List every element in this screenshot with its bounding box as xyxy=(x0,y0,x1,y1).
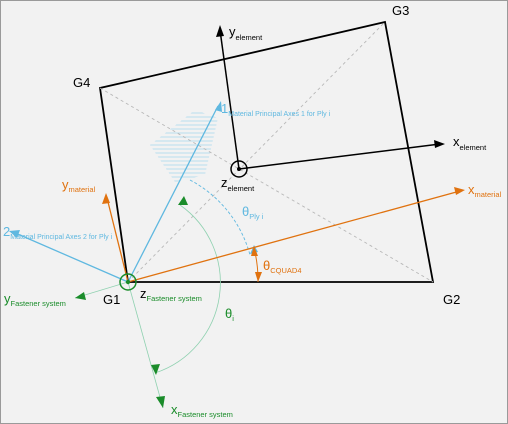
ply-fiber-hatch xyxy=(150,110,218,182)
element-z-label: zelement xyxy=(221,175,255,193)
material-x-label: xmaterial xyxy=(468,182,502,199)
element-y-arrowhead xyxy=(216,25,224,37)
material-y-axis xyxy=(106,197,129,283)
principal-axis-2-arrowhead xyxy=(9,230,20,238)
element-z-axis-symbol xyxy=(230,160,248,178)
element-y-label: yelement xyxy=(229,24,263,42)
g4-label: G4 xyxy=(73,75,90,90)
theta-cquad4-arrowhead-top xyxy=(251,246,258,256)
theta-cquad4-label: θCQUAD4 xyxy=(263,258,302,275)
g2-label: G2 xyxy=(443,292,460,307)
material-y-arrowhead xyxy=(102,193,110,204)
diagonal-g4-g2 xyxy=(99,87,434,283)
element-x-label: xelement xyxy=(453,134,487,152)
principal-axis-2-label: 2Material Principal Axes 2 for Ply i xyxy=(3,224,113,241)
fastener-x-arrowhead xyxy=(156,396,165,408)
theta-cquad4-arrowhead-bottom xyxy=(255,272,262,282)
principal-axis-2 xyxy=(12,231,129,283)
theta-i-arc-arrowhead xyxy=(178,196,188,205)
fastener-y-label: yFastener system xyxy=(4,291,66,308)
cquad4-element-outline xyxy=(98,20,435,283)
element-y-axis xyxy=(219,29,240,170)
fastener-x-label: xFastener system xyxy=(171,402,233,419)
principal-axis-1 xyxy=(127,105,219,283)
fastener-y-arrowhead xyxy=(75,292,86,300)
fastener-x-axis-line xyxy=(127,281,164,409)
material-x-arrowhead xyxy=(454,187,465,195)
theta-ply-label: θPly i xyxy=(242,204,264,221)
theta-i-label: θi xyxy=(225,306,234,323)
fastener-z-axis-symbol xyxy=(119,273,137,291)
theta-ply-arc xyxy=(189,179,251,256)
material-x-axis xyxy=(127,190,461,283)
g3-label: G3 xyxy=(392,3,409,18)
material-y-label: ymaterial xyxy=(62,177,96,194)
principal-axis-1-label: 1Material Principal Axes 1 for Ply i xyxy=(221,101,331,118)
g1-node-dot xyxy=(125,279,131,285)
element-z-axis-dot xyxy=(237,167,241,171)
g1-label: G1 xyxy=(103,292,120,307)
fastener-x-mid-arrowhead xyxy=(151,364,160,375)
fastener-z-label: zFastener system xyxy=(140,286,202,303)
element-x-arrowhead xyxy=(434,140,445,148)
diagonal-g1-g3 xyxy=(127,21,386,283)
theta-i-arc xyxy=(154,204,221,374)
element-x-axis xyxy=(238,143,441,170)
principal-axis-1-arrowhead xyxy=(215,101,222,112)
